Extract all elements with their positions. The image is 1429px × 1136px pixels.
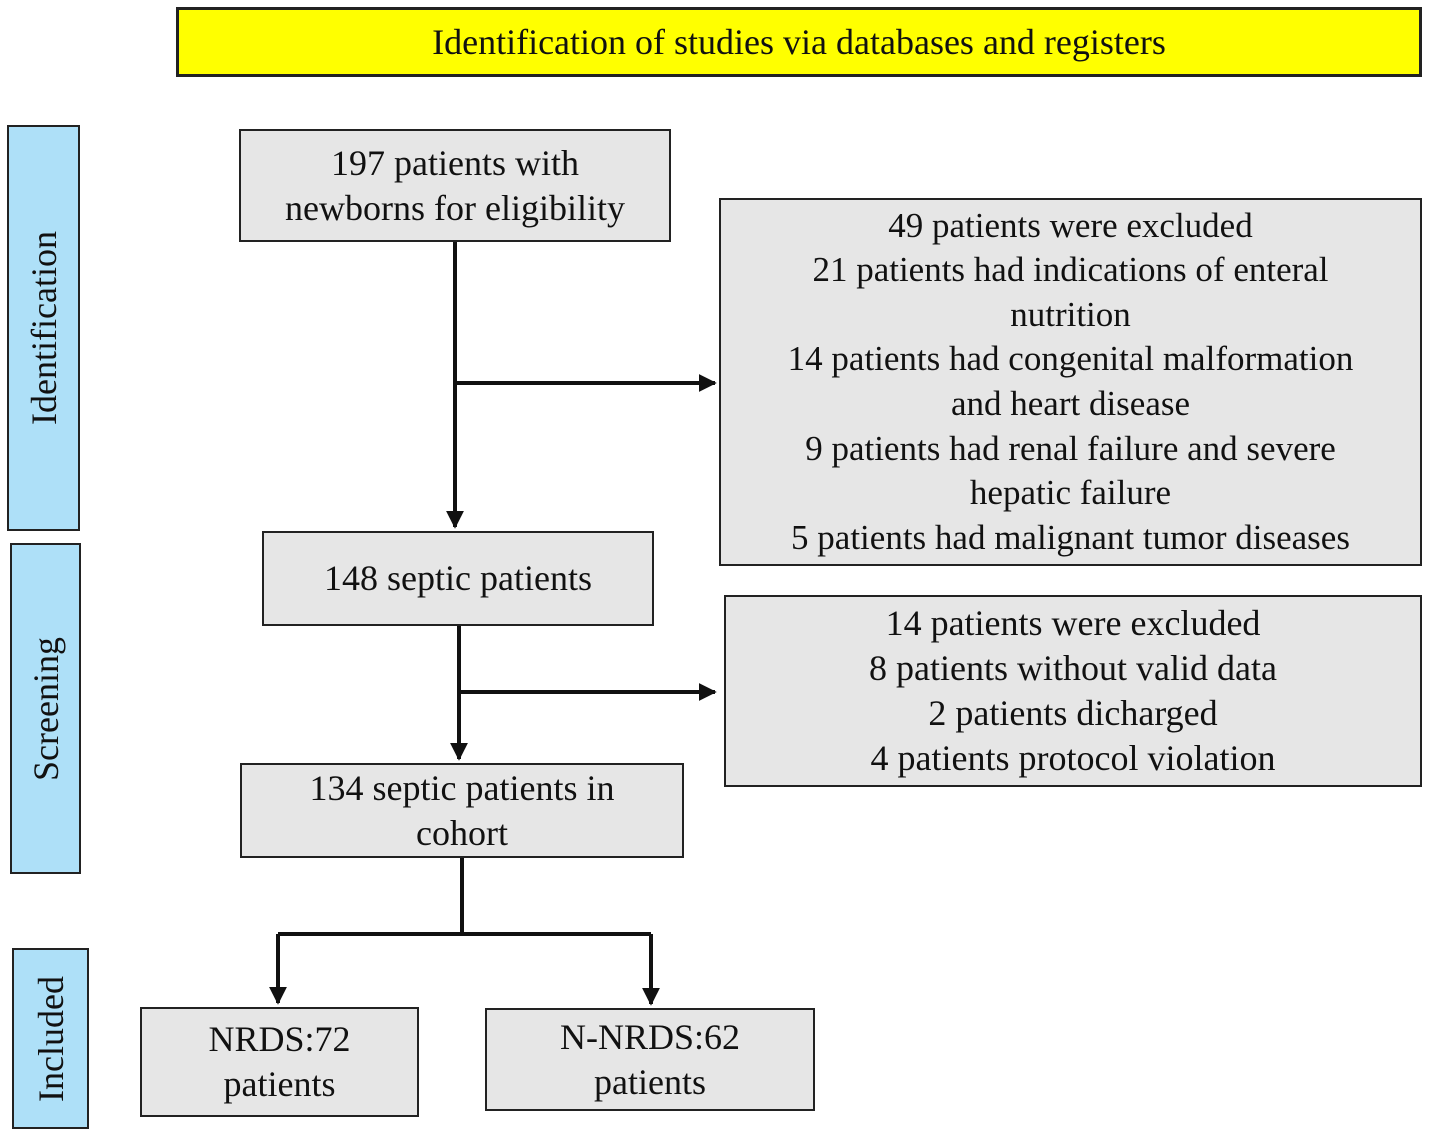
box-exclusion-2: 14 patients were excluded 8 patients wit… <box>724 595 1422 787</box>
box-nrds: NRDS:72 patients <box>140 1007 419 1117</box>
box-eligibility-line-2: newborns for eligibility <box>285 187 625 228</box>
phase-included: Included <box>12 948 89 1129</box>
exclusion-1-line-6: 9 patients had renal failure and severe <box>805 428 1336 468</box>
box-septic: 148 septic patients <box>262 531 654 626</box>
exclusion-1-line-1: 49 patients were excluded <box>888 205 1253 245</box>
exclusion-2-line-2: 8 patients without valid data <box>869 648 1277 688</box>
box-septic-line-1: 148 septic patients <box>324 558 592 598</box>
box-nrds-line-2: patients <box>223 1064 336 1104</box>
box-cohort: 134 septic patients in cohort <box>240 763 684 858</box>
exclusion-1-line-7: hepatic failure <box>969 473 1172 513</box>
box-cohort-line-2: cohort <box>416 812 508 853</box>
exclusion-1-line-3: nutrition <box>1010 294 1131 334</box>
box-n-nrds-line-1: N-NRDS:62 <box>559 1016 741 1057</box>
exclusion-1-line-8: 5 patients had malignant tumor diseases <box>791 517 1350 557</box>
header-title: Identification of studies via databases … <box>432 22 1166 62</box>
box-eligibility-line-1: 197 patients with <box>331 142 579 183</box>
exclusion-2-line-1: 14 patients were excluded <box>885 603 1261 643</box>
exclusion-2-line-3: 2 patients dicharged <box>928 693 1218 733</box>
header-banner: Identification of studies via databases … <box>176 7 1422 77</box>
phase-screening: Screening <box>10 543 81 874</box>
box-exclusion-1: 49 patients were excluded 21 patients ha… <box>719 198 1422 566</box>
exclusion-1-line-4: 14 patients had congenital malformation <box>787 339 1354 379</box>
phase-identification: Identification <box>7 125 80 531</box>
box-n-nrds-line-2: patients <box>594 1061 706 1102</box>
box-nrds-line-1: NRDS:72 <box>208 1019 351 1059</box>
box-n-nrds: N-NRDS:62 patients <box>485 1008 815 1111</box>
exclusion-1-line-2: 21 patients had indications of enteral <box>812 250 1329 290</box>
exclusion-1-line-5: and heart disease <box>950 384 1191 423</box>
box-cohort-line-1: 134 septic patients in <box>309 767 615 808</box>
box-eligibility: 197 patients with newborns for eligibili… <box>239 129 671 242</box>
exclusion-2-line-4: 4 patients protocol violation <box>870 738 1276 778</box>
